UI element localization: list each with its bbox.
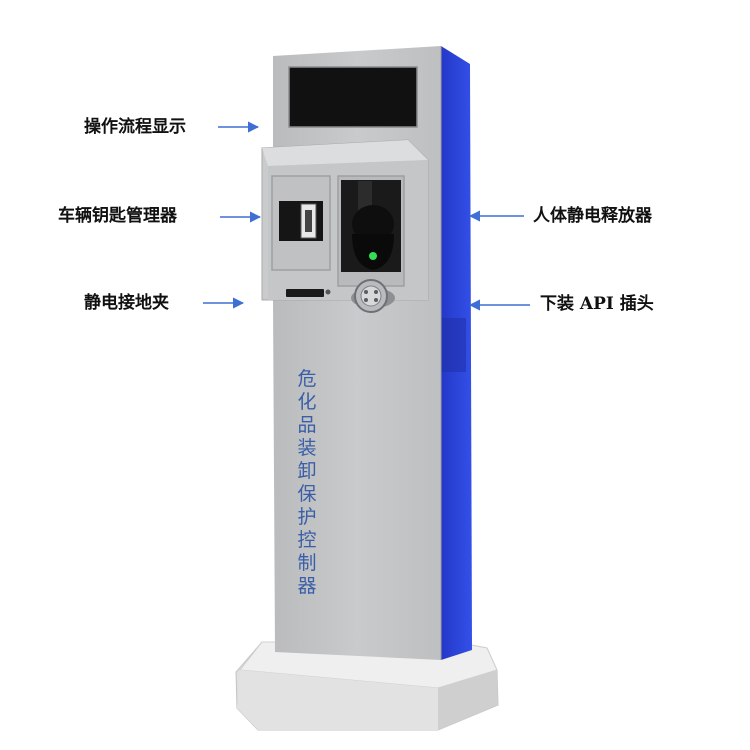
- callout-arrows: [203, 121, 530, 311]
- label-human-discharger: 人体静电释放器: [533, 206, 652, 226]
- label-display: 操作流程显示: [84, 117, 186, 137]
- label-key-manager: 车辆钥匙管理器: [58, 206, 177, 226]
- label-api-plug: 下装 API 插头: [540, 294, 654, 314]
- device-title: 危化品装卸保护控制器: [297, 368, 317, 597]
- key-manager-slot: [279, 201, 323, 241]
- label-ground-clamp: 静电接地夹: [84, 293, 169, 313]
- api-plug-connector: [351, 279, 395, 313]
- display-screen: [288, 66, 418, 128]
- status-led-icon: [369, 252, 377, 260]
- side-panel-blue: [441, 46, 472, 660]
- base-pedestal: [235, 641, 499, 731]
- ground-clamp-port: [286, 289, 331, 297]
- human-discharger: [341, 180, 401, 272]
